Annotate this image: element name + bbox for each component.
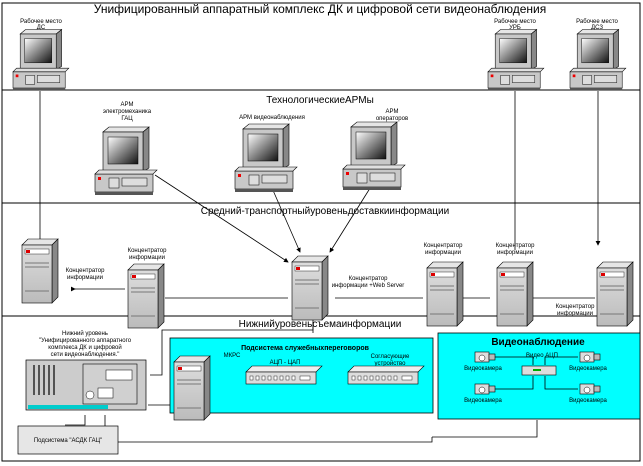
diagram-title: Унифицированный аппаратный комплекс ДК и… [94, 2, 547, 16]
server-label: Концентратор [496, 243, 535, 249]
apm-operators[interactable]: АРМ операторов [342, 109, 408, 191]
connection-lines [37, 91, 601, 443]
camera-label: Видеокамера [569, 366, 607, 372]
subsystem-title: Видеонаблюдение [491, 336, 585, 348]
unit-label: "Унифицированного аппаратного [39, 338, 132, 344]
workstation-urb[interactable]: Рабочее место УРБ [487, 19, 545, 92]
server-label: информации [67, 275, 103, 281]
band-label-lower: Нижнийуровеньсъемаинформации [239, 318, 402, 330]
asdk-label: Подсистема "АСДК ГАЦ" [34, 438, 102, 444]
mkrs-server-icon [173, 355, 211, 421]
subsystem-panel [437, 332, 641, 420]
computer-icon [487, 29, 545, 92]
server-icon [496, 261, 534, 327]
concentrator-left[interactable]: Концентратор информации [21, 238, 105, 304]
workstation-label: Рабочее место [576, 19, 618, 25]
workstation-label: Рабочее место [494, 19, 536, 25]
apm-label: операторов [376, 116, 408, 122]
mkrs-label: МКРС [224, 353, 241, 359]
server-icon [127, 263, 165, 329]
band-label-apm: ТехнологическиеАРМы [266, 95, 374, 106]
apm-label: АРМ видеонаблюдения [239, 115, 305, 121]
adc-label: АЦП - ЦАП [270, 360, 301, 366]
computer-icon [569, 29, 627, 92]
concentrator-right[interactable]: Концентратор информации [556, 261, 634, 327]
band-label-transport: Средний-транспортныйуровеньдоставкиинфор… [201, 205, 449, 217]
apm-electromechanic[interactable]: АРМ электромеханика ГАЦ [94, 102, 158, 196]
server-icon [291, 255, 329, 321]
negotiation-subsystem[interactable]: Подсистема служебныхпереговоров МКРС АЦП… [169, 337, 434, 421]
video-adc-label: Видео АЦП [526, 353, 558, 359]
matching-device-icon [347, 365, 425, 385]
video-adc-icon [521, 365, 557, 376]
camera-label: Видеокамера [569, 398, 607, 404]
server-icon [596, 261, 634, 327]
workstation-label: Рабочее место [20, 19, 62, 25]
matching-label: Согласующие [371, 354, 410, 360]
unit-label: Нижний уровень [62, 330, 108, 337]
asdk-subsystem[interactable]: Подсистема "АСДК ГАЦ" [17, 425, 119, 455]
server-label: информации [497, 250, 533, 256]
apm-video[interactable]: АРМ видеонаблюдения [234, 115, 305, 193]
server-label: Концентратор [66, 268, 105, 274]
apm-label: электромеханика [103, 109, 152, 115]
matching-label: устройство [375, 360, 407, 367]
unit-label: комплекса ДК и цифровой [48, 344, 121, 351]
server-label: информации [425, 250, 461, 256]
concentrator-2[interactable]: Концентратор информации [127, 248, 167, 329]
apm-label: АРМ [121, 102, 134, 108]
concentrator-web-server[interactable]: Концентратор информации +Web Server [291, 255, 405, 321]
server-label: Концентратор [556, 304, 595, 310]
workstation-ds[interactable]: Рабочее место ДС [12, 19, 70, 92]
server-label: Концентратор [128, 248, 167, 254]
concentrator-5[interactable]: Концентратор информации [496, 243, 535, 327]
computer-icon [342, 121, 406, 191]
workstation-label: ДСЗ [591, 25, 603, 31]
server-icon [21, 238, 59, 304]
apm-label: АРМ [386, 109, 399, 115]
computer-icon [12, 29, 70, 92]
video-surveillance-subsystem[interactable]: Видеонаблюдение Видео АЦП Видеокамера Ви… [437, 332, 641, 420]
server-icon [426, 261, 464, 327]
adc-dac-device-icon [245, 365, 323, 385]
server-label: информации [129, 255, 165, 261]
concentrator-4[interactable]: Концентратор информации [424, 243, 464, 327]
server-label: Концентратор [349, 276, 388, 282]
server-label: информации +Web Server [332, 283, 405, 289]
lower-level-unit[interactable]: Нижний уровень "Унифицированного аппарат… [25, 330, 147, 411]
subsystem-title: Подсистема служебныхпереговоров [241, 344, 370, 352]
camera-label: Видеокамера [464, 366, 502, 372]
unit-label: сети видеонаблюдения." [51, 352, 120, 358]
apm-label: ГАЦ [121, 116, 133, 122]
camera-label: Видеокамера [464, 398, 502, 404]
workstation-dsz[interactable]: Рабочее место ДСЗ [569, 19, 627, 92]
server-label: Концентратор [424, 243, 463, 249]
server-label: информации [557, 311, 593, 317]
computer-icon [234, 123, 298, 193]
workstation-label: УРБ [509, 25, 521, 31]
workstation-label: ДС [37, 25, 46, 31]
video-lines [495, 356, 578, 390]
computer-icon [94, 126, 158, 196]
